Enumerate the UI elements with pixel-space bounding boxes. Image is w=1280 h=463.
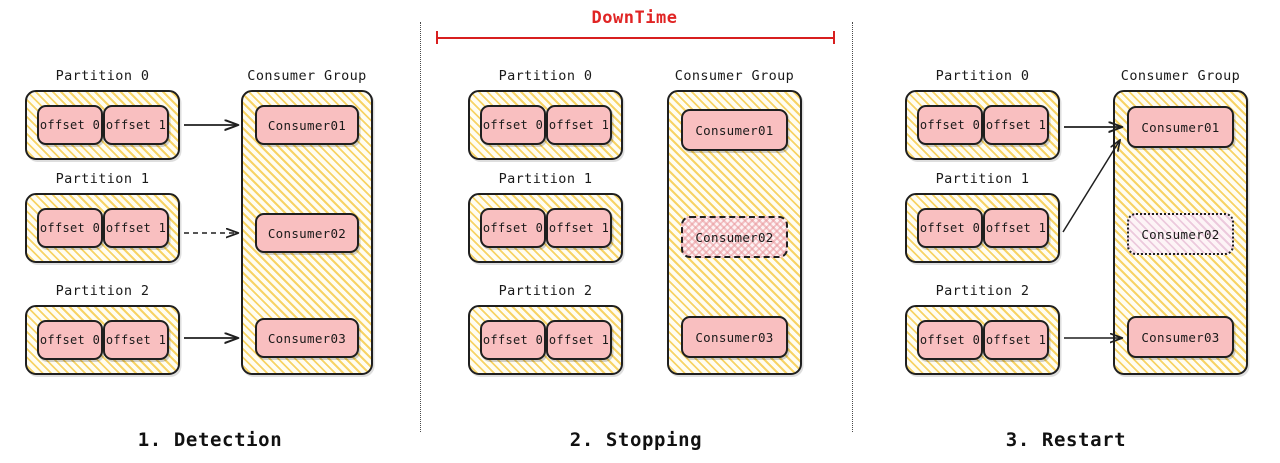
partition-title: Partition 1 [935,171,1030,187]
offset-card[interactable]: offset 0 [480,105,546,145]
offset-card[interactable]: offset 1 [103,105,169,145]
offset-card[interactable]: offset 0 [37,320,103,360]
partition-title: Partition 2 [935,283,1030,299]
partition-title: Partition 2 [498,283,593,299]
consumer-card[interactable]: Consumer01 [681,109,788,151]
offset-card[interactable]: offset 1 [983,320,1049,360]
downtime-bracket-cap-right [833,31,835,44]
offset-card[interactable]: offset 1 [103,320,169,360]
step-caption-detection: 1. Detection [137,429,283,451]
downtime-label: DownTime [591,8,678,28]
offset-card[interactable]: offset 1 [103,208,169,248]
consumer-card[interactable]: Consumer03 [255,318,359,358]
consumer-card-stopped[interactable]: Consumer02 [681,216,788,258]
arrow-p1-to-consumer01-rebalanced [1062,140,1120,233]
offset-card[interactable]: offset 0 [37,105,103,145]
consumer-card[interactable]: Consumer03 [1127,316,1234,358]
offset-card[interactable]: offset 0 [917,105,983,145]
partition-title: Partition 0 [55,68,150,84]
partition-title: Partition 1 [55,171,150,187]
partition-title: Partition 0 [498,68,593,84]
step-caption-stopping: 2. Stopping [569,429,703,451]
partition-title: Partition 1 [498,171,593,187]
consumer-group-title: Consumer Group [1120,68,1241,84]
offset-card[interactable]: offset 0 [917,208,983,248]
offset-card[interactable]: offset 0 [480,320,546,360]
step-caption-restart: 3. Restart [1005,429,1127,451]
offset-card[interactable]: offset 1 [983,208,1049,248]
consumer-card[interactable]: Consumer01 [1127,106,1234,148]
offset-card[interactable]: offset 0 [37,208,103,248]
partition-title: Partition 0 [935,68,1030,84]
offset-card[interactable]: offset 0 [917,320,983,360]
consumer-card[interactable]: Consumer02 [255,213,359,253]
downtime-bracket-bar [436,37,833,39]
partition-title: Partition 2 [55,283,150,299]
consumer-group-title: Consumer Group [247,68,367,84]
offset-card[interactable]: offset 1 [983,105,1049,145]
consumer-card[interactable]: Consumer01 [255,105,359,145]
consumer-card-restarting[interactable]: Consumer02 [1127,213,1234,255]
offset-card[interactable]: offset 1 [546,320,612,360]
consumer-group-title: Consumer Group [674,68,795,84]
offset-card[interactable]: offset 1 [546,208,612,248]
consumer-card[interactable]: Consumer03 [681,316,788,358]
downtime-bracket-cap-left [436,31,438,44]
offset-card[interactable]: offset 0 [480,208,546,248]
offset-card[interactable]: offset 1 [546,105,612,145]
panel-divider-2 [852,22,853,432]
panel-divider-1 [420,22,421,432]
